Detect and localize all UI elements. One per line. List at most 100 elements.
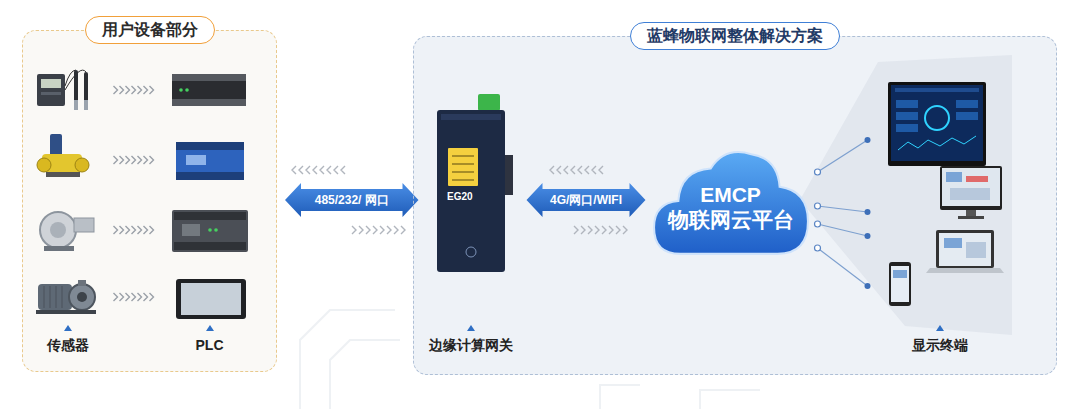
- display-terminals: 显示终端: [870, 72, 1010, 362]
- dosing-pump: [37, 158, 51, 172]
- water-pump: [38, 284, 72, 310]
- dashboard-screen: [898, 136, 976, 150]
- solution-panel: 蓝蜂物联网整体解决方案边缘计算网关EMCP 物联网云平台显示终端: [413, 36, 1057, 375]
- fan-line: [818, 224, 868, 236]
- sensor-meter: [37, 70, 88, 110]
- gateway-device: [437, 94, 513, 272]
- laptop: [944, 238, 962, 248]
- laptop: [926, 268, 1004, 273]
- gateway-device: [466, 247, 476, 257]
- io-module: [176, 142, 244, 150]
- monitor: [940, 166, 1002, 210]
- water-pump: [36, 280, 96, 314]
- plc-controller: [174, 212, 246, 220]
- water-pump: [69, 284, 95, 310]
- plc-controller: [172, 210, 248, 252]
- dosing-pump: [75, 158, 89, 172]
- user-device-panel: 用户设备部分传感器PLC: [22, 30, 277, 372]
- plc-module: [172, 74, 246, 106]
- plc-controller: [182, 224, 200, 236]
- direction-chevrons: [574, 226, 627, 234]
- dashboard-screen: [895, 88, 979, 92]
- fan-line: [818, 248, 868, 286]
- double-arrow: [527, 183, 646, 217]
- laptop: [936, 230, 994, 268]
- node-caption: PLC: [196, 337, 224, 354]
- fan-dot: [865, 233, 871, 239]
- fan-dot: [815, 203, 821, 209]
- water-pump: [44, 286, 62, 308]
- connector-label: 485/232/ 网口: [315, 193, 389, 207]
- node-caption: 显示终端: [912, 337, 968, 354]
- sensor-meter: [37, 74, 65, 106]
- chevron-connector: [114, 156, 154, 164]
- panel-heading: 用户设备部分: [85, 16, 215, 44]
- cloud-platform: EMCP 物联网云平台: [650, 140, 812, 262]
- fan-dot: [865, 137, 871, 143]
- chevron-connector: [114, 293, 154, 301]
- circuit-trace: [330, 340, 400, 409]
- chevron-connector: [114, 86, 154, 94]
- gateway-device: [505, 155, 513, 195]
- connector: [285, 183, 419, 217]
- blower: [50, 222, 66, 238]
- connector: [527, 183, 646, 217]
- io-module: [176, 142, 244, 180]
- double-arrow: [285, 183, 419, 217]
- phone: [893, 270, 907, 278]
- gateway-device: [448, 148, 478, 186]
- sensor-group: 传感器: [28, 58, 108, 362]
- blower: [74, 218, 94, 232]
- dashboard-screen: [925, 106, 949, 130]
- hmi-panel: [181, 283, 241, 315]
- gateway-device: [478, 94, 500, 111]
- dashboard-screen: [896, 124, 918, 132]
- connector: [114, 86, 154, 301]
- io-module: [176, 172, 244, 180]
- monitor: [950, 188, 990, 200]
- water-pump: [36, 310, 96, 314]
- plc-controller: [174, 242, 246, 250]
- plc-module: [179, 88, 183, 92]
- dashboard-screen: [888, 82, 986, 166]
- connector: [815, 137, 871, 289]
- display-beam: [800, 55, 1012, 335]
- dashboard-screen: [888, 82, 986, 166]
- water-pump: [78, 280, 86, 286]
- dashboard-screen: [896, 112, 918, 120]
- gateway-device: [437, 110, 505, 272]
- dosing-pump: [50, 134, 62, 156]
- monitor: [942, 168, 1000, 206]
- model-label: EG20: [447, 191, 473, 203]
- hmi-panel: [176, 279, 246, 319]
- monitor: [946, 172, 962, 182]
- gateway-device: [452, 156, 474, 180]
- blower: [40, 212, 76, 248]
- dashboard-screen: [956, 112, 978, 120]
- fan-dot: [815, 221, 821, 227]
- monitor: [966, 210, 976, 216]
- io-module: [186, 155, 206, 165]
- direction-chevrons: [292, 166, 345, 174]
- phone: [891, 266, 909, 302]
- io-module: [176, 142, 244, 180]
- label-markers: [467, 325, 475, 331]
- plc-module: [172, 74, 246, 81]
- sensor-meter: [74, 100, 78, 110]
- gateway-node: 边缘计算网关: [423, 92, 519, 362]
- circuit-trace: [300, 310, 395, 409]
- direction-chevrons: [352, 226, 405, 234]
- laptop: [939, 233, 991, 266]
- plc-module: [185, 88, 189, 92]
- water-pump: [77, 292, 87, 302]
- connector-label: 4G/网口/WIFI: [550, 193, 622, 207]
- dosing-pump: [37, 134, 89, 177]
- node-caption: 传感器: [47, 337, 89, 354]
- plc-group: PLC: [160, 58, 260, 362]
- phone: [889, 262, 911, 306]
- plc-module: [172, 99, 246, 106]
- gateway-device: [441, 114, 501, 120]
- monitor: [940, 166, 1002, 219]
